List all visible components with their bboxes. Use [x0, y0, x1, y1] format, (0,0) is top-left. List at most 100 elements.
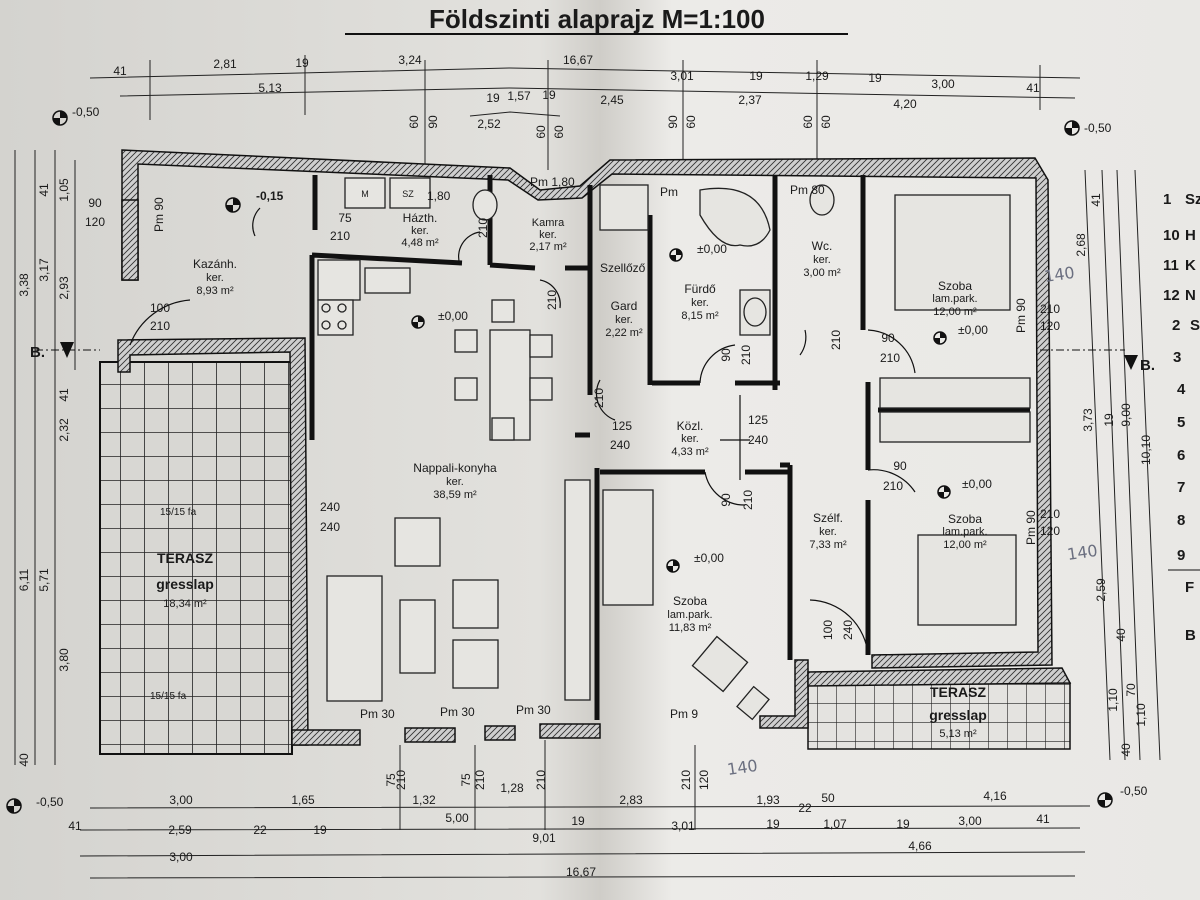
svg-text:22: 22 — [798, 801, 812, 815]
svg-text:6: 6 — [1177, 447, 1185, 464]
svg-text:41: 41 — [68, 819, 82, 833]
dim-label: 1,29 — [805, 69, 829, 83]
dim-label: 19 — [749, 69, 763, 83]
svg-text:B.: B. — [30, 344, 45, 361]
svg-text:N: N — [1185, 287, 1196, 304]
door-dimensions: 90 120 100 210 75 210 210 210 210 125 24… — [85, 196, 1060, 640]
door-swings — [129, 207, 916, 656]
svg-text:H: H — [1185, 227, 1196, 244]
svg-text:3: 3 — [1173, 349, 1181, 366]
svg-text:ker.: ker. — [819, 526, 837, 538]
svg-text:120: 120 — [1040, 319, 1060, 333]
svg-text:B.: B. — [1140, 357, 1155, 374]
svg-text:SZ: SZ — [402, 189, 414, 199]
svg-text:2,83: 2,83 — [619, 793, 643, 807]
svg-text:±0,00: ±0,00 — [958, 323, 988, 337]
svg-text:210: 210 — [394, 770, 408, 790]
window-height-dims: 60 90 60 60 90 60 60 60 — [407, 115, 833, 139]
svg-text:9,01: 9,01 — [532, 831, 556, 845]
svg-text:M: M — [361, 189, 369, 199]
outside-level-markers: -0,50 -0,50 -0,50 -0,50 — [6, 105, 1148, 814]
svg-text:41: 41 — [1036, 812, 1050, 826]
svg-text:1,10: 1,10 — [1134, 703, 1148, 727]
dim-label: 2,45 — [600, 93, 624, 107]
dim-label: 1,57 — [507, 89, 531, 103]
svg-text:±0,00: ±0,00 — [694, 551, 724, 565]
svg-text:3,00: 3,00 — [169, 793, 193, 807]
svg-text:1,07: 1,07 — [823, 817, 847, 831]
dim-label: 41 — [1026, 81, 1040, 95]
svg-text:-0,50: -0,50 — [72, 105, 100, 119]
svg-text:3,80: 3,80 — [57, 648, 71, 672]
svg-text:41: 41 — [37, 183, 51, 197]
svg-text:210: 210 — [534, 770, 548, 790]
right-dimension-lines — [1084, 169, 1161, 761]
dim-label: 2,52 — [477, 117, 501, 131]
left-dimension-lines — [14, 150, 76, 765]
svg-text:9: 9 — [1177, 547, 1185, 564]
terrace-left — [99, 361, 293, 755]
svg-text:140: 140 — [1066, 541, 1099, 564]
dim-label: 19 — [486, 91, 500, 105]
svg-text:12,00 m²: 12,00 m² — [943, 539, 987, 551]
svg-text:1: 1 — [1163, 191, 1171, 208]
svg-text:240: 240 — [841, 620, 855, 640]
svg-text:210: 210 — [476, 218, 490, 238]
svg-text:Fürdő: Fürdő — [684, 282, 716, 296]
svg-text:±0,00: ±0,00 — [962, 477, 992, 491]
svg-text:125: 125 — [612, 419, 632, 433]
left-dimensions: 3,38 3,17 2,93 1,05 41 6,11 5,71 2,32 3,… — [17, 178, 100, 767]
svg-text:2,59: 2,59 — [168, 823, 192, 837]
svg-text:7: 7 — [1177, 479, 1185, 496]
svg-text:4,33 m²: 4,33 m² — [671, 446, 709, 458]
svg-text:TERASZ: TERASZ — [157, 550, 213, 566]
svg-text:8,15 m²: 8,15 m² — [681, 310, 719, 322]
room-wc: Wc.ker.3,00 m² — [803, 239, 841, 279]
svg-text:5,71: 5,71 — [37, 568, 51, 592]
svg-text:Kamra: Kamra — [532, 217, 565, 229]
svg-text:3,00 m²: 3,00 m² — [803, 267, 841, 279]
svg-text:3,38: 3,38 — [17, 273, 31, 297]
svg-text:1,32: 1,32 — [412, 793, 436, 807]
svg-text:41: 41 — [57, 388, 71, 402]
svg-text:90: 90 — [426, 115, 440, 129]
svg-text:4,66: 4,66 — [908, 839, 932, 853]
svg-text:60: 60 — [552, 125, 566, 139]
svg-text:1,28: 1,28 — [500, 781, 524, 795]
sofa — [326, 575, 383, 702]
svg-text:41: 41 — [1089, 193, 1103, 207]
svg-text:210: 210 — [883, 479, 903, 493]
svg-text:90: 90 — [719, 348, 733, 362]
svg-text:90: 90 — [881, 331, 895, 345]
svg-text:240: 240 — [748, 433, 768, 447]
svg-text:Wc.: Wc. — [812, 239, 833, 253]
dim-label: 5,13 — [258, 81, 282, 95]
svg-text:ker.: ker. — [681, 433, 699, 445]
svg-text:120: 120 — [85, 215, 105, 229]
svg-text:40: 40 — [1114, 628, 1128, 642]
svg-text:75: 75 — [459, 773, 473, 787]
svg-text:60: 60 — [407, 115, 421, 129]
svg-text:18,34 m²: 18,34 m² — [163, 598, 207, 610]
svg-text:210: 210 — [330, 229, 350, 243]
svg-text:-0,50: -0,50 — [36, 795, 64, 809]
svg-text:3,17: 3,17 — [37, 258, 51, 282]
bottom-dimensions: 75 210 75 210 210 210 120 3,00 1,65 1,32… — [68, 770, 1050, 879]
dim-label: 3,00 — [931, 77, 955, 91]
svg-text:40: 40 — [1119, 743, 1133, 757]
svg-text:210: 210 — [150, 319, 170, 333]
svg-text:1,10: 1,10 — [1106, 688, 1120, 712]
svg-text:4,16: 4,16 — [983, 789, 1007, 803]
svg-text:-0,50: -0,50 — [1120, 784, 1148, 798]
svg-text:240: 240 — [320, 520, 340, 534]
svg-text:1,80: 1,80 — [427, 189, 451, 203]
svg-text:210: 210 — [829, 330, 843, 350]
svg-text:Szoba: Szoba — [948, 512, 982, 526]
svg-text:ker.: ker. — [411, 225, 429, 237]
svg-text:ker.: ker. — [446, 476, 464, 488]
svg-text:125: 125 — [748, 413, 768, 427]
svg-text:-0,15: -0,15 — [256, 189, 284, 203]
svg-text:1,65: 1,65 — [291, 793, 315, 807]
